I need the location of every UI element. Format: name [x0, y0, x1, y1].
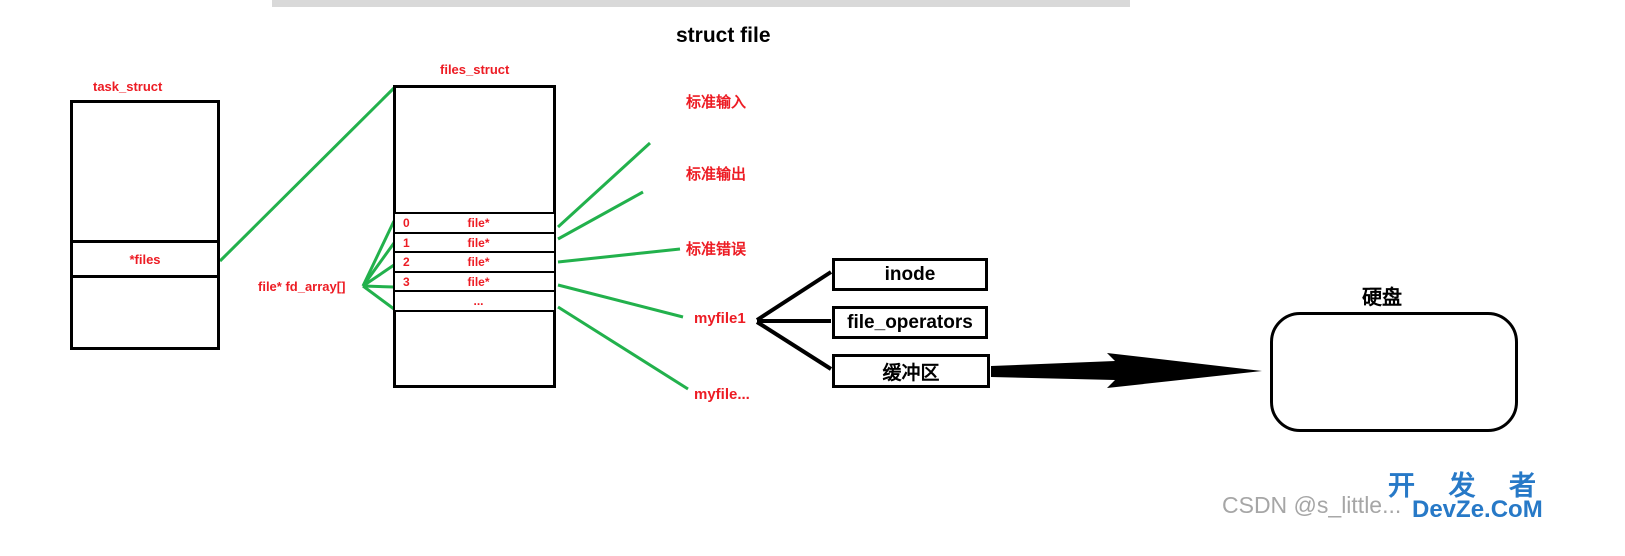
fd-index: 2: [403, 255, 410, 269]
diagram-title: struct file: [676, 24, 771, 47]
arrow-buffer-to-disk: [991, 353, 1262, 388]
fd-array-fan-3: [362, 284, 395, 289]
fd-array-label: file* fd_array[]: [258, 279, 346, 294]
link-myfile1-buffer: [755, 320, 833, 371]
fd-index: 1: [403, 235, 410, 250]
fd-value: ...: [473, 294, 484, 308]
link-fd2-stderr: [557, 247, 681, 264]
devze-watermark-line1: 开 发 者: [1388, 471, 1550, 501]
link-fd3-myfile1: [557, 283, 684, 319]
fd-array-fan-0: [361, 220, 396, 287]
myfile-more-label: myfile...: [694, 386, 750, 403]
link-fd1-stdout: [557, 190, 644, 241]
fd-value: file*: [467, 235, 490, 250]
fd-array-rows: 0 file* 1 file* 2 file* 3 file* ...: [393, 212, 556, 312]
inode-box: inode: [832, 258, 988, 291]
fd-value: file*: [467, 255, 490, 269]
file-operators-box: file_operators: [832, 306, 988, 339]
fd-array-fan-1: [361, 242, 396, 287]
myfile1-label: myfile1: [694, 310, 746, 327]
disk-label: 硬盘: [1362, 287, 1402, 309]
fd-index: 0: [403, 216, 410, 230]
link-myfile1-inode: [755, 270, 833, 322]
disk-box: [1270, 312, 1518, 432]
link-fd0-stdin: [556, 141, 652, 229]
task-struct-box: *files: [70, 100, 220, 350]
link-files-to-files-struct: [218, 86, 396, 263]
task-struct-label: task_struct: [93, 79, 163, 94]
files-struct-label: files_struct: [440, 62, 510, 77]
stderr-label: 标准错误: [686, 241, 747, 258]
fd-index: 3: [403, 274, 410, 289]
stdin-label: 标准输入: [686, 94, 747, 111]
buffer-box: 缓冲区: [832, 354, 990, 388]
fd-array-fan-2: [362, 263, 395, 288]
fd-array-fan-4: [362, 284, 395, 311]
top-gray-bar: [272, 0, 1130, 7]
fd-value: file*: [467, 216, 490, 230]
fd-value: file*: [467, 274, 490, 289]
stdout-label: 标准输出: [686, 166, 747, 183]
devze-watermark-line2: DevZe.CoM: [1412, 496, 1543, 523]
files-pointer-label: *files: [129, 251, 161, 267]
link-fdn-myfile: [557, 305, 689, 391]
task-struct-files-row: *files: [70, 240, 220, 278]
csdn-watermark: CSDN @s_little...: [1222, 492, 1402, 518]
fd-row-ellipsis: ...: [393, 290, 556, 312]
